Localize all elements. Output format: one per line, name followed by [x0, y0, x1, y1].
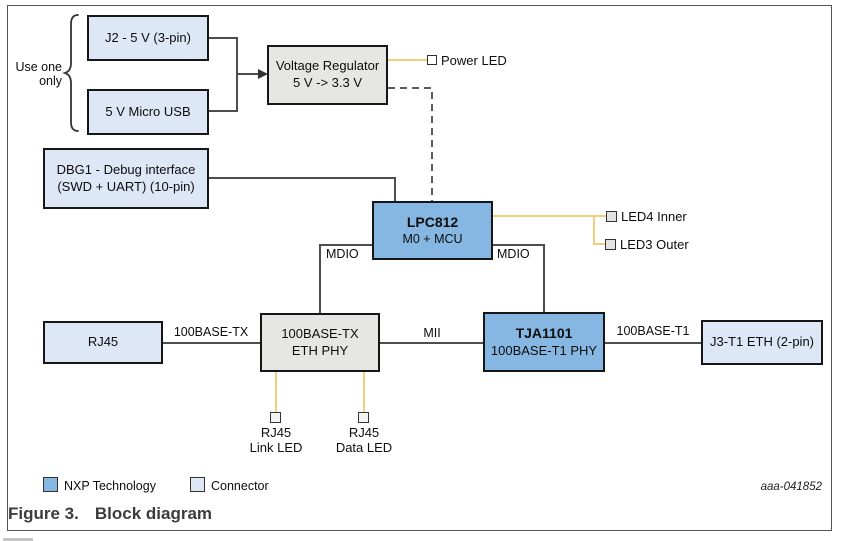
tja1101-subtitle: 100BASE-T1 PHY — [490, 342, 598, 358]
bus-100base-tx-label: 100BASE-TX — [173, 325, 249, 339]
figure-caption-number: Figure 3. — [8, 504, 79, 523]
legend-connector-swatch-icon — [190, 477, 205, 492]
use-one-only-note: Use one only — [8, 60, 62, 88]
bus-mii-label: MII — [423, 326, 441, 340]
legend-nxp-label: NXP Technology — [64, 479, 156, 493]
mdio-left-label: MDIO — [326, 247, 359, 261]
rj45-link-led-label: RJ45 Link LED — [240, 425, 312, 455]
rj45-data-led-icon — [358, 412, 369, 423]
led4-icon — [606, 211, 617, 222]
lpc812-box: LPC812 M0 + MCU — [372, 201, 493, 260]
debug-interface-line1: DBG1 - Debug interface — [56, 161, 196, 177]
legend-nxp-swatch-icon — [43, 477, 58, 492]
eth-phy-line1: 100BASE-TX — [281, 325, 359, 341]
led3-icon — [605, 239, 616, 250]
mdio-right-label: MDIO — [497, 247, 530, 261]
use-one-line1: Use one — [15, 60, 62, 74]
voltage-regulator-line1: Voltage Regulator — [275, 58, 380, 74]
voltage-regulator-line2: 5 V -> 3.3 V — [292, 75, 362, 90]
eth-phy-line2: ETH PHY — [291, 342, 349, 358]
rj45-link-led-label-line2: Link LED — [249, 439, 303, 455]
led3-label: LED3 Outer — [620, 237, 689, 252]
figure-caption: Figure 3. Block diagram — [8, 504, 212, 524]
tja1101-name: TJA1101 — [515, 325, 573, 342]
tja1101-box: TJA1101 100BASE-T1 PHY — [483, 312, 605, 372]
page-edge-artifact — [3, 538, 33, 541]
use-one-line2: only — [39, 73, 62, 88]
j3-eth-label: J3-T1 ETH (2-pin) — [709, 334, 815, 350]
debug-interface-box: DBG1 - Debug interface (SWD + UART) (10-… — [43, 148, 209, 209]
rj45-data-led-label-line2: Data LED — [335, 439, 393, 455]
power-led-icon — [427, 55, 437, 65]
micro-usb-box: 5 V Micro USB — [87, 89, 209, 135]
voltage-regulator-box: Voltage Regulator 5 V -> 3.3 V — [267, 45, 388, 105]
led4-label: LED4 Inner — [621, 209, 687, 224]
rj45-link-led-label-line1: RJ45 — [260, 425, 292, 440]
j2-power-box: J2 - 5 V (3-pin) — [87, 15, 209, 61]
rj45-data-led-label: RJ45 Data LED — [328, 425, 400, 455]
legend-connector-label: Connector — [211, 479, 269, 493]
rj45-data-led-label-line1: RJ45 — [348, 425, 380, 440]
figure-caption-title: Block diagram — [94, 504, 213, 523]
figure-frame — [7, 5, 832, 531]
power-led-label: Power LED — [441, 53, 507, 68]
rj45-link-led-icon — [270, 412, 281, 423]
bus-100base-t1-label: 100BASE-T1 — [616, 324, 690, 338]
debug-interface-line2: (SWD + UART) (10-pin) — [57, 178, 195, 194]
j2-power-label: J2 - 5 V (3-pin) — [105, 29, 191, 45]
rj45-box: RJ45 — [43, 321, 163, 364]
figure-id: aaa-041852 — [760, 481, 822, 493]
lpc812-name: LPC812 — [406, 214, 459, 231]
eth-phy-box: 100BASE-TX ETH PHY — [260, 313, 380, 372]
rj45-label: RJ45 — [87, 334, 119, 350]
micro-usb-label: 5 V Micro USB — [105, 103, 191, 119]
lpc812-subtitle: M0 + MCU — [402, 232, 463, 247]
j3-eth-box: J3-T1 ETH (2-pin) — [701, 320, 823, 365]
